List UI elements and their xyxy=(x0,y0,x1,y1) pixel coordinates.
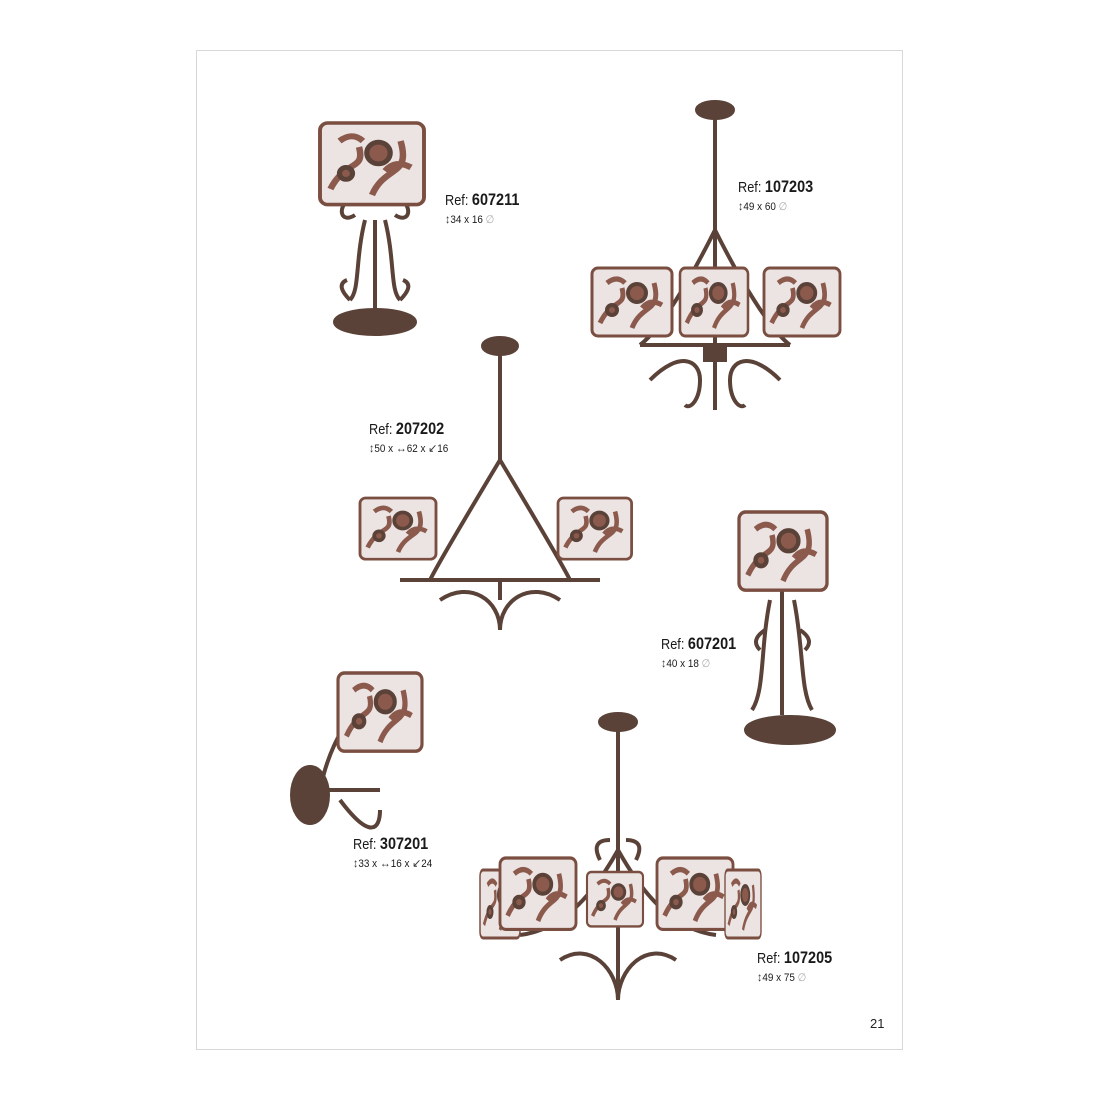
height-value: 34 xyxy=(450,214,462,226)
diameter-value: 60 xyxy=(764,201,776,213)
product-image-107203 xyxy=(592,100,840,410)
height-icon: ↕ xyxy=(369,441,375,455)
product-label-107203: Ref: 107203 ↕49 x 60 ∅ xyxy=(738,177,814,213)
ref-prefix: Ref: xyxy=(369,421,393,438)
diameter-value: 18 xyxy=(687,658,699,670)
page-number: 21 xyxy=(870,1016,885,1031)
diameter-icon: ∅ xyxy=(485,214,495,226)
width-icon: ↔ xyxy=(395,441,407,455)
depth-icon: ↙ xyxy=(412,856,422,870)
height-value: 33 xyxy=(358,858,370,870)
ref-prefix: Ref: xyxy=(353,836,377,853)
product-image-107205 xyxy=(480,712,761,1001)
catalog-page xyxy=(196,50,903,1050)
height-value: 49 xyxy=(743,201,755,213)
ref-number: 607201 xyxy=(687,634,737,653)
diameter-value: 75 xyxy=(783,972,795,984)
height-icon: ↕ xyxy=(757,970,763,984)
ref-number: 207202 xyxy=(395,419,445,438)
product-label-107205: Ref: 107205 ↕49 x 75 ∅ xyxy=(757,948,833,984)
height-value: 49 xyxy=(762,972,774,984)
depth-value: 24 xyxy=(421,858,433,870)
depth-icon: ↙ xyxy=(428,441,438,455)
product-image-607201 xyxy=(739,512,836,745)
height-value: 50 xyxy=(374,443,386,455)
height-icon: ↕ xyxy=(661,656,667,670)
depth-value: 16 xyxy=(437,443,449,455)
diameter-icon: ∅ xyxy=(701,658,711,670)
product-label-607211: Ref: 607211 ↕34 x 16 ∅ xyxy=(445,190,520,226)
product-image-607211 xyxy=(320,123,424,336)
ref-prefix: Ref: xyxy=(738,179,762,196)
height-icon: ↕ xyxy=(353,856,359,870)
ref-prefix: Ref: xyxy=(661,636,685,653)
ref-number: 607211 xyxy=(471,190,520,209)
ref-number: 107203 xyxy=(764,177,814,196)
height-icon: ↕ xyxy=(738,199,744,213)
width-icon: ↔ xyxy=(379,856,391,870)
ref-prefix: Ref: xyxy=(445,192,469,209)
height-icon: ↕ xyxy=(445,212,451,226)
product-label-307201: Ref: 307201 ↕33 x ↔16 x ↙24 xyxy=(353,834,433,870)
diameter-value: 16 xyxy=(471,214,483,226)
height-value: 40 xyxy=(666,658,678,670)
diameter-icon: ∅ xyxy=(797,972,807,984)
diameter-icon: ∅ xyxy=(778,201,788,213)
ref-number: 107205 xyxy=(783,948,833,967)
product-label-207202: Ref: 207202 ↕50 x ↔62 x ↙16 xyxy=(369,419,449,455)
width-value: 16 xyxy=(390,858,402,870)
ref-number: 307201 xyxy=(379,834,429,853)
product-label-607201: Ref: 607201 ↕40 x 18 ∅ xyxy=(661,634,737,670)
product-image-307201 xyxy=(290,673,422,830)
product-image-207202 xyxy=(360,336,632,631)
ref-prefix: Ref: xyxy=(757,950,781,967)
width-value: 62 xyxy=(406,443,418,455)
